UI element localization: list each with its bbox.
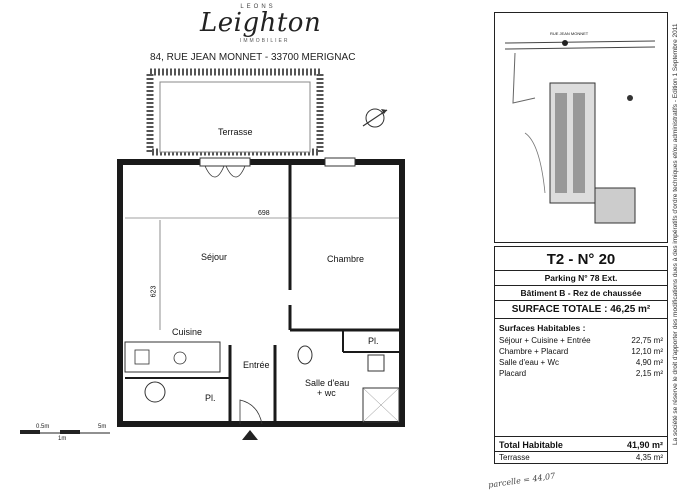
lot-title: T2 - N° 20 — [546, 251, 616, 268]
legal-note: La société se réserve le droit d'apporte… — [672, 23, 679, 445]
location-map: RUE JEAN MONNET — [494, 12, 668, 243]
terrace-label: Terrasse — [218, 127, 253, 137]
compass-icon — [362, 108, 388, 128]
dimension-vertical-label: 623 — [150, 285, 158, 298]
room-placard-2: Pl. — [368, 336, 379, 346]
site-plan-drawing — [504, 40, 656, 224]
brand-logo: Leighton — [200, 8, 322, 38]
parking-info: Parking N° 78 Ext. — [495, 270, 667, 285]
surface-totale: SURFACE TOTALE : 46,25 m² — [495, 300, 667, 319]
room-chambre: Chambre — [327, 254, 365, 264]
scale-label-1: 0.5m — [36, 424, 50, 430]
room-sejour: Séjour — [201, 252, 228, 262]
brand-top-text: LEONS — [240, 4, 276, 10]
outer-wall — [117, 159, 405, 427]
street-label: RUE JEAN MONNET — [550, 31, 589, 36]
room-cuisine: Cuisine — [172, 327, 203, 337]
room-entree: Entrée — [243, 360, 270, 370]
scale-label-3: 5m — [98, 424, 107, 430]
handwritten-note: parcelle = 44,07 — [487, 471, 556, 490]
habitables-heading: Surfaces Habitables : — [499, 323, 586, 333]
terrace-area — [159, 81, 311, 153]
address: 84, RUE JEAN MONNET - 33700 MERIGNAC — [150, 52, 356, 63]
entrance-arrow-icon — [242, 430, 258, 440]
dimension-label: 698 — [258, 210, 270, 217]
room-placard-1: Pl. — [205, 393, 216, 403]
room-salle-deau: Salle d'eau — [305, 378, 350, 388]
floor-plan — [20, 68, 405, 440]
room-wc: + wc — [317, 388, 336, 398]
terrace-hedge — [146, 68, 324, 156]
batiment-info: Bâtiment B - Rez de chaussée — [495, 285, 667, 300]
scale-label-2: 1m — [58, 436, 67, 442]
brand-subtext: IMMOBILIER — [240, 38, 290, 44]
info-panel: T2 - N° 20 Parking N° 78 Ext. Bâtiment B… — [494, 246, 668, 464]
